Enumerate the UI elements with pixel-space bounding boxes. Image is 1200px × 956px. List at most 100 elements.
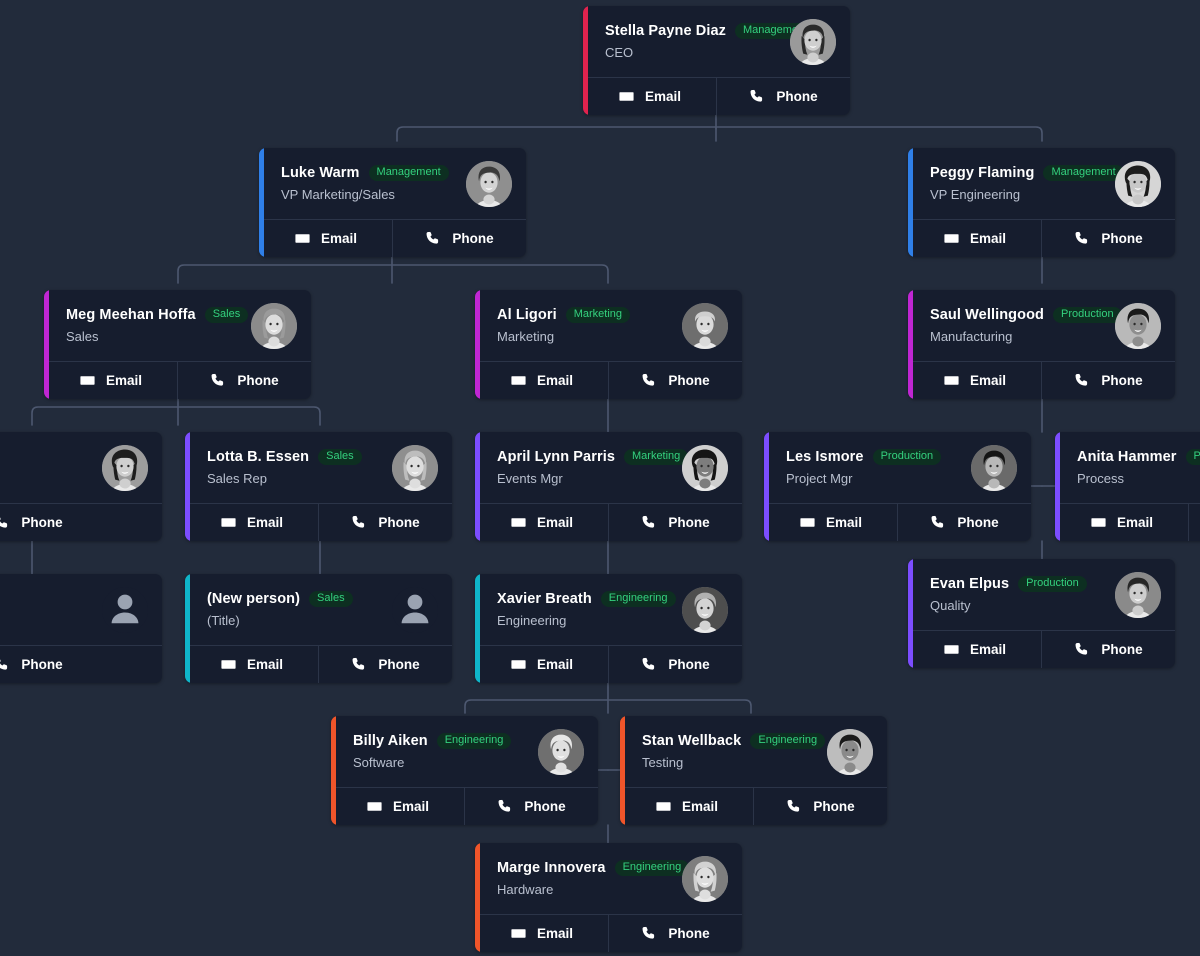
email-button[interactable]: Email <box>44 362 177 399</box>
phone-icon <box>425 230 442 247</box>
person-title: Testing <box>642 755 684 771</box>
person-title: Software <box>353 755 405 771</box>
person-name: Luke Warm <box>281 164 360 181</box>
email-icon <box>79 372 96 389</box>
phone-button[interactable]: Phone <box>753 788 887 825</box>
email-button[interactable]: Email <box>583 78 716 115</box>
email-icon <box>510 514 527 531</box>
department-badge: Sales <box>309 590 353 608</box>
email-icon <box>799 514 816 531</box>
action-label: Phone <box>21 515 63 530</box>
email-button[interactable]: Email <box>908 362 1041 399</box>
email-button[interactable]: Email <box>620 788 753 825</box>
email-button[interactable]: Email <box>475 646 608 683</box>
phone-icon <box>641 514 658 531</box>
phone-button[interactable]: Phone <box>318 646 452 683</box>
org-card-clipped-sales-1[interactable]: SalesPhone <box>0 432 162 541</box>
avatar <box>1115 160 1161 207</box>
phone-button[interactable]: Phone <box>1041 220 1175 257</box>
phone-button[interactable]: Phone <box>897 504 1031 541</box>
action-label: Email <box>536 373 574 388</box>
card-accent-bar <box>44 290 49 399</box>
org-card-clipped-sales-2[interactable]: SalesPhone <box>0 574 162 683</box>
phone-button[interactable]: Phone <box>608 504 742 541</box>
phone-button[interactable]: Phone <box>177 362 311 399</box>
card-actions: Email Phone <box>475 645 742 683</box>
action-label: Phone <box>1101 373 1143 388</box>
email-button[interactable]: Email <box>1055 504 1188 541</box>
email-button[interactable]: Email <box>475 362 608 399</box>
email-icon <box>220 656 237 673</box>
action-label: Phone <box>813 799 855 814</box>
email-button[interactable]: Email <box>908 631 1041 668</box>
person-name: (New person) <box>207 590 301 607</box>
card-accent-bar <box>259 148 264 257</box>
phone-button[interactable]: Phone <box>464 788 598 825</box>
phone-button[interactable]: Phone <box>608 915 742 952</box>
phone-button[interactable]: Phone <box>318 504 452 541</box>
phone-button[interactable]: Phone <box>392 220 526 257</box>
phone-button[interactable]: Phone <box>1188 504 1200 541</box>
phone-button[interactable]: Phone <box>716 78 850 115</box>
card-body: (New person)Sales(Title) <box>185 574 452 645</box>
email-button[interactable]: Email <box>908 220 1041 257</box>
email-icon <box>943 641 960 658</box>
card-actions: Email Phone <box>908 361 1175 399</box>
action-label: Phone <box>957 515 999 530</box>
phone-button[interactable]: Phone <box>0 646 162 683</box>
phone-button[interactable]: Phone <box>1041 631 1175 668</box>
phone-button[interactable]: Phone <box>608 646 742 683</box>
email-button[interactable]: Email <box>475 915 608 952</box>
email-button[interactable]: Email <box>259 220 392 257</box>
person-name: April Lynn Parris <box>497 448 615 465</box>
card-body: Sales <box>0 432 162 503</box>
phone-button[interactable]: Phone <box>1041 362 1175 399</box>
department-badge: Production <box>1053 306 1122 324</box>
card-actions: Email Phone <box>475 361 742 399</box>
department-badge: Production <box>872 448 942 466</box>
email-button[interactable]: Email <box>475 504 608 541</box>
email-button[interactable]: Email <box>185 646 318 683</box>
person-title: Project Mgr <box>786 471 853 487</box>
action-label: Email <box>536 657 574 672</box>
card-actions: Email Phone <box>764 503 1031 541</box>
org-card-anita[interactable]: Anita HammerProductionProcessEmailPhone <box>1055 432 1200 541</box>
person-name: Stan Wellback <box>642 732 742 749</box>
phone-icon <box>641 372 658 389</box>
email-icon <box>943 372 960 389</box>
phone-button[interactable]: Phone <box>608 362 742 399</box>
email-button[interactable]: Email <box>331 788 464 825</box>
person-name: Xavier Breath <box>497 590 592 607</box>
card-accent-bar <box>185 574 190 683</box>
phone-icon <box>351 514 368 531</box>
email-button[interactable]: Email <box>764 504 897 541</box>
action-label: Email <box>969 373 1007 388</box>
phone-button[interactable]: Phone <box>0 504 162 541</box>
email-button[interactable]: Email <box>185 504 318 541</box>
card-accent-bar <box>475 432 480 541</box>
